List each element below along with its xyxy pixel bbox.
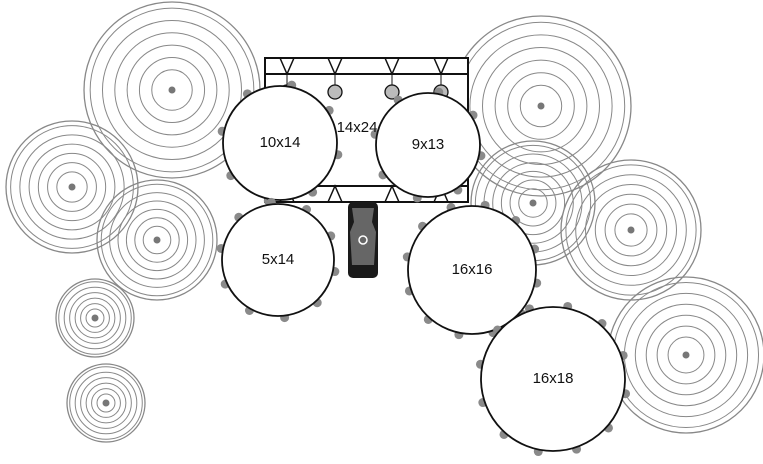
floor-tom-2[interactable]: 16x18 [475,301,631,457]
cymbal-bell [627,226,635,234]
cymbal-bell [529,199,537,207]
floor-tom-1[interactable]: 16x16 [402,200,542,340]
bass-drum-pedal[interactable] [348,202,378,278]
cymbal[interactable] [5,120,139,254]
rack-tom-2[interactable]: 9x13 [370,87,486,203]
cymbal[interactable] [83,1,261,179]
drum-size-label: 16x16 [452,261,493,278]
drum-size-label: 16x18 [533,370,574,387]
cymbal[interactable] [560,159,702,301]
rack-tom-1[interactable]: 10x14 [217,80,343,206]
snare[interactable]: 5x14 [216,197,340,323]
drum-size-label: 10x14 [260,134,301,151]
bass-drum-size-label: 14x24 [337,119,378,136]
lug [327,84,343,100]
cymbal[interactable] [55,278,135,358]
cymbal-bell [91,314,99,322]
cymbal-bell [102,399,110,407]
drum-size-label: 5x14 [262,251,295,268]
cymbal[interactable] [450,15,632,197]
cymbals [5,1,763,443]
cymbal[interactable] [96,179,218,301]
drum-size-label: 9x13 [412,136,445,153]
cymbal-bell [68,183,76,191]
lug [384,84,400,100]
cymbal-bell [153,236,161,244]
cymbal-bell [537,102,545,110]
cymbal[interactable] [470,140,596,266]
cymbal-bell [168,86,176,94]
cymbal-bell [682,351,690,359]
cymbal[interactable] [66,363,146,443]
